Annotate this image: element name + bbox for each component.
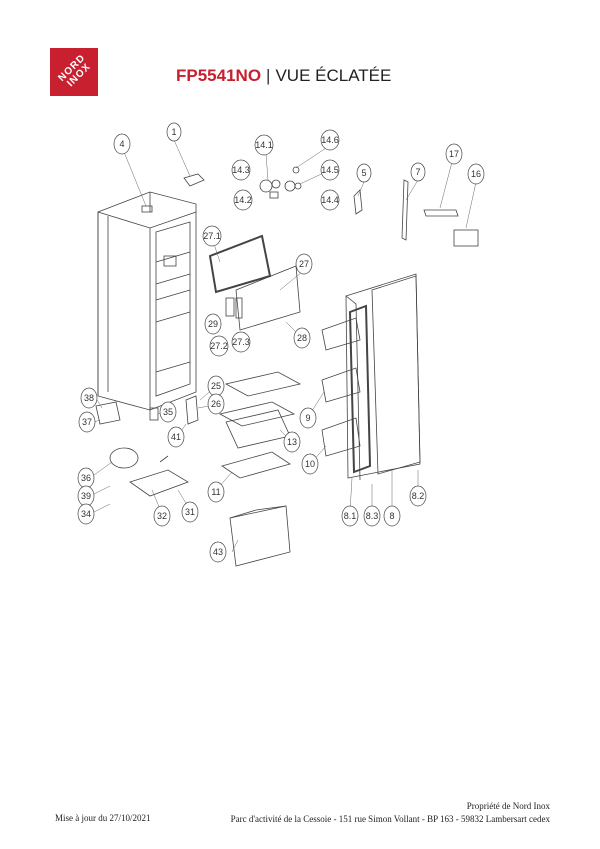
label-part-14-2: 14.2 xyxy=(234,195,252,205)
label-part-1: 1 xyxy=(171,127,176,137)
footer-address: Parc d'activité de la Cessoie - 151 rue … xyxy=(230,814,550,824)
footer-owner: Propriété de Nord Inox xyxy=(466,801,550,811)
part-11-shape xyxy=(221,451,291,479)
label-part-31: 31 xyxy=(185,507,195,517)
label-part-36: 36 xyxy=(81,473,91,483)
label-part-16: 16 xyxy=(471,169,481,179)
label-part-27: 27 xyxy=(299,259,309,269)
label-part-43: 43 xyxy=(213,547,223,557)
part-43-shape xyxy=(229,505,291,567)
part-9-shape xyxy=(321,367,361,403)
label-part-10: 10 xyxy=(305,459,315,469)
part-27-shape xyxy=(235,265,301,331)
label-part-27-2: 27.2 xyxy=(210,341,228,351)
label-part-27-3: 27.3 xyxy=(232,337,250,347)
label-part-26: 26 xyxy=(211,399,221,409)
label-part-14-3: 14.3 xyxy=(232,165,250,175)
label-part-14-5: 14.5 xyxy=(321,165,339,175)
footer-update-date: Mise à jour du 27/10/2021 xyxy=(55,813,151,823)
label-part-41: 41 xyxy=(171,432,181,442)
label-part-11: 11 xyxy=(211,487,220,497)
compressor-assembly xyxy=(95,395,199,497)
label-part-39: 39 xyxy=(81,491,91,501)
footer-company-info: Propriété de Nord Inox Parc d'activité d… xyxy=(231,800,550,826)
label-part-14-1: 14.1 xyxy=(255,140,273,150)
main-door xyxy=(345,273,421,481)
label-part-17: 17 xyxy=(449,149,459,159)
label-part-8-3: 8.3 xyxy=(366,511,379,521)
part-27-3-shape xyxy=(235,297,243,319)
part-16-shape xyxy=(453,229,479,247)
thermostat-assembly xyxy=(259,166,302,199)
part-13-shape xyxy=(218,401,296,427)
title-subtitle: VUE ÉCLATÉE xyxy=(275,66,392,85)
label-part-4: 4 xyxy=(119,139,124,149)
part-1-shape xyxy=(183,173,205,187)
part-27-1-shape xyxy=(208,234,272,294)
label-part-25: 25 xyxy=(211,381,221,391)
label-part-9: 9 xyxy=(305,413,310,423)
label-part-8-2: 8.2 xyxy=(412,491,425,501)
nord-inox-logo: NORD INOX xyxy=(50,48,98,96)
label-part-35: 35 xyxy=(163,407,173,417)
title-separator: | xyxy=(266,66,271,85)
model-number: FP5541NO xyxy=(176,66,262,85)
part-5-shape xyxy=(353,189,363,215)
exploded-view-diagram: 4 1 14.1 14.6 14.3 14.5 14.2 14.4 5 7 17… xyxy=(77,122,485,567)
part-7-shape xyxy=(401,179,409,241)
label-part-13: 13 xyxy=(287,437,297,447)
fridge-cabinet xyxy=(97,191,197,411)
logo-background xyxy=(50,48,98,96)
label-part-27-1: 27.1 xyxy=(203,231,221,241)
label-part-28: 28 xyxy=(297,333,307,343)
part-door-shelf-top-shape xyxy=(321,317,361,351)
label-part-14-6: 14.6 xyxy=(321,135,339,145)
shelf-top xyxy=(224,371,302,397)
part-17-shape xyxy=(423,209,459,217)
label-part-8: 8 xyxy=(389,511,394,521)
label-part-37: 37 xyxy=(82,417,92,427)
page-title: FP5541NO|VUE ÉCLATÉE xyxy=(176,66,391,86)
label-part-29: 29 xyxy=(208,319,218,329)
label-part-32: 32 xyxy=(157,511,167,521)
shelf-glass xyxy=(225,409,291,449)
label-part-7: 7 xyxy=(415,167,420,177)
label-part-38: 38 xyxy=(84,393,94,403)
label-part-34: 34 xyxy=(81,509,91,519)
label-part-14-4: 14.4 xyxy=(321,195,339,205)
part-27-2-shape xyxy=(225,297,235,317)
label-part-5: 5 xyxy=(361,168,366,178)
label-part-8-1: 8.1 xyxy=(344,511,357,521)
